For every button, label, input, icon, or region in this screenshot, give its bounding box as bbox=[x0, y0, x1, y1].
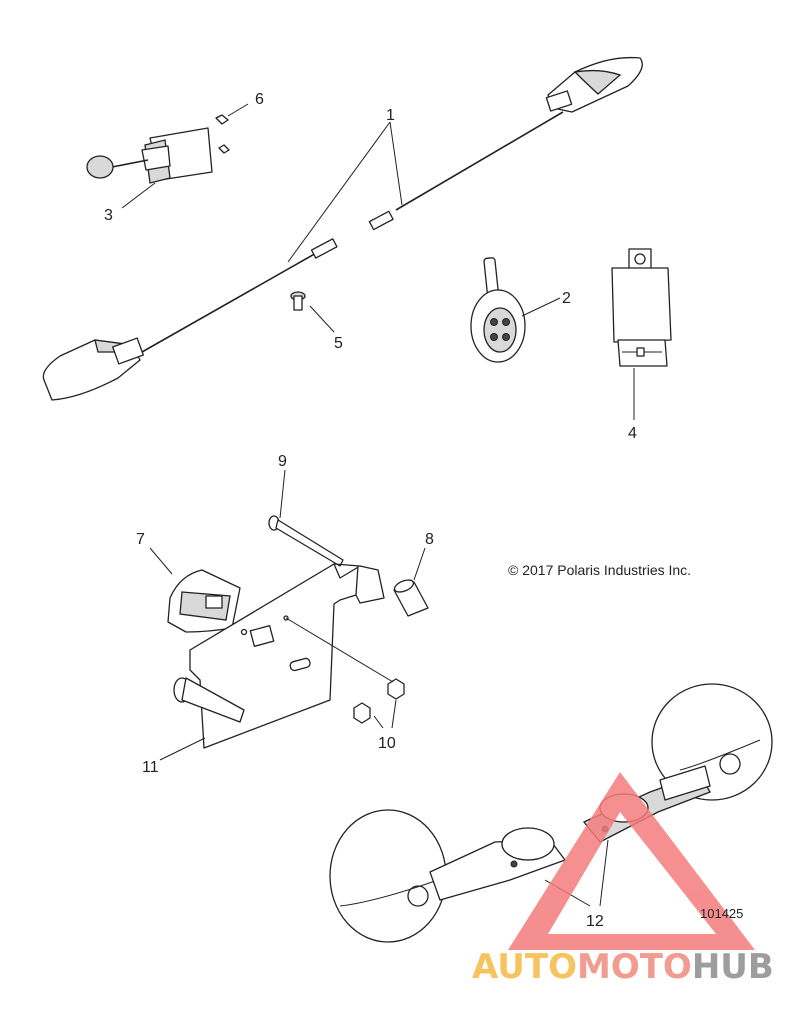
watermark-text: AUTOMOTOHUB bbox=[472, 947, 774, 987]
relay-module bbox=[611, 248, 672, 420]
small-screws bbox=[215, 103, 249, 154]
callout-8: 8 bbox=[425, 531, 434, 548]
watermark-logo: AUTOMOTOHUB bbox=[472, 772, 774, 987]
light-housing bbox=[149, 547, 241, 633]
screw bbox=[290, 291, 335, 333]
callout-10: 10 bbox=[378, 735, 396, 752]
callout-6: 6 bbox=[255, 91, 264, 108]
mounting-bracket bbox=[159, 563, 394, 761]
horn bbox=[470, 257, 561, 363]
callout-1: 1 bbox=[386, 107, 395, 124]
callout-9: 9 bbox=[278, 453, 287, 470]
callout-12: 12 bbox=[586, 913, 604, 930]
callout-4: 4 bbox=[628, 425, 637, 442]
turn-signal-assembly bbox=[42, 56, 643, 401]
callout-2: 2 bbox=[562, 290, 571, 307]
nuts bbox=[353, 678, 405, 729]
switch bbox=[86, 127, 213, 209]
diagram-reference-number: 101425 bbox=[700, 906, 743, 921]
callout-3: 3 bbox=[104, 207, 113, 224]
callout-5: 5 bbox=[334, 335, 343, 352]
copyright-notice: © 2017 Polaris Industries Inc. bbox=[508, 562, 691, 578]
mirror-assembly bbox=[329, 683, 773, 943]
watermark-triangle bbox=[508, 772, 755, 950]
callout-7: 7 bbox=[136, 531, 145, 548]
callout-11: 11 bbox=[142, 759, 159, 776]
spacer bbox=[393, 547, 429, 617]
bolt bbox=[268, 469, 344, 567]
